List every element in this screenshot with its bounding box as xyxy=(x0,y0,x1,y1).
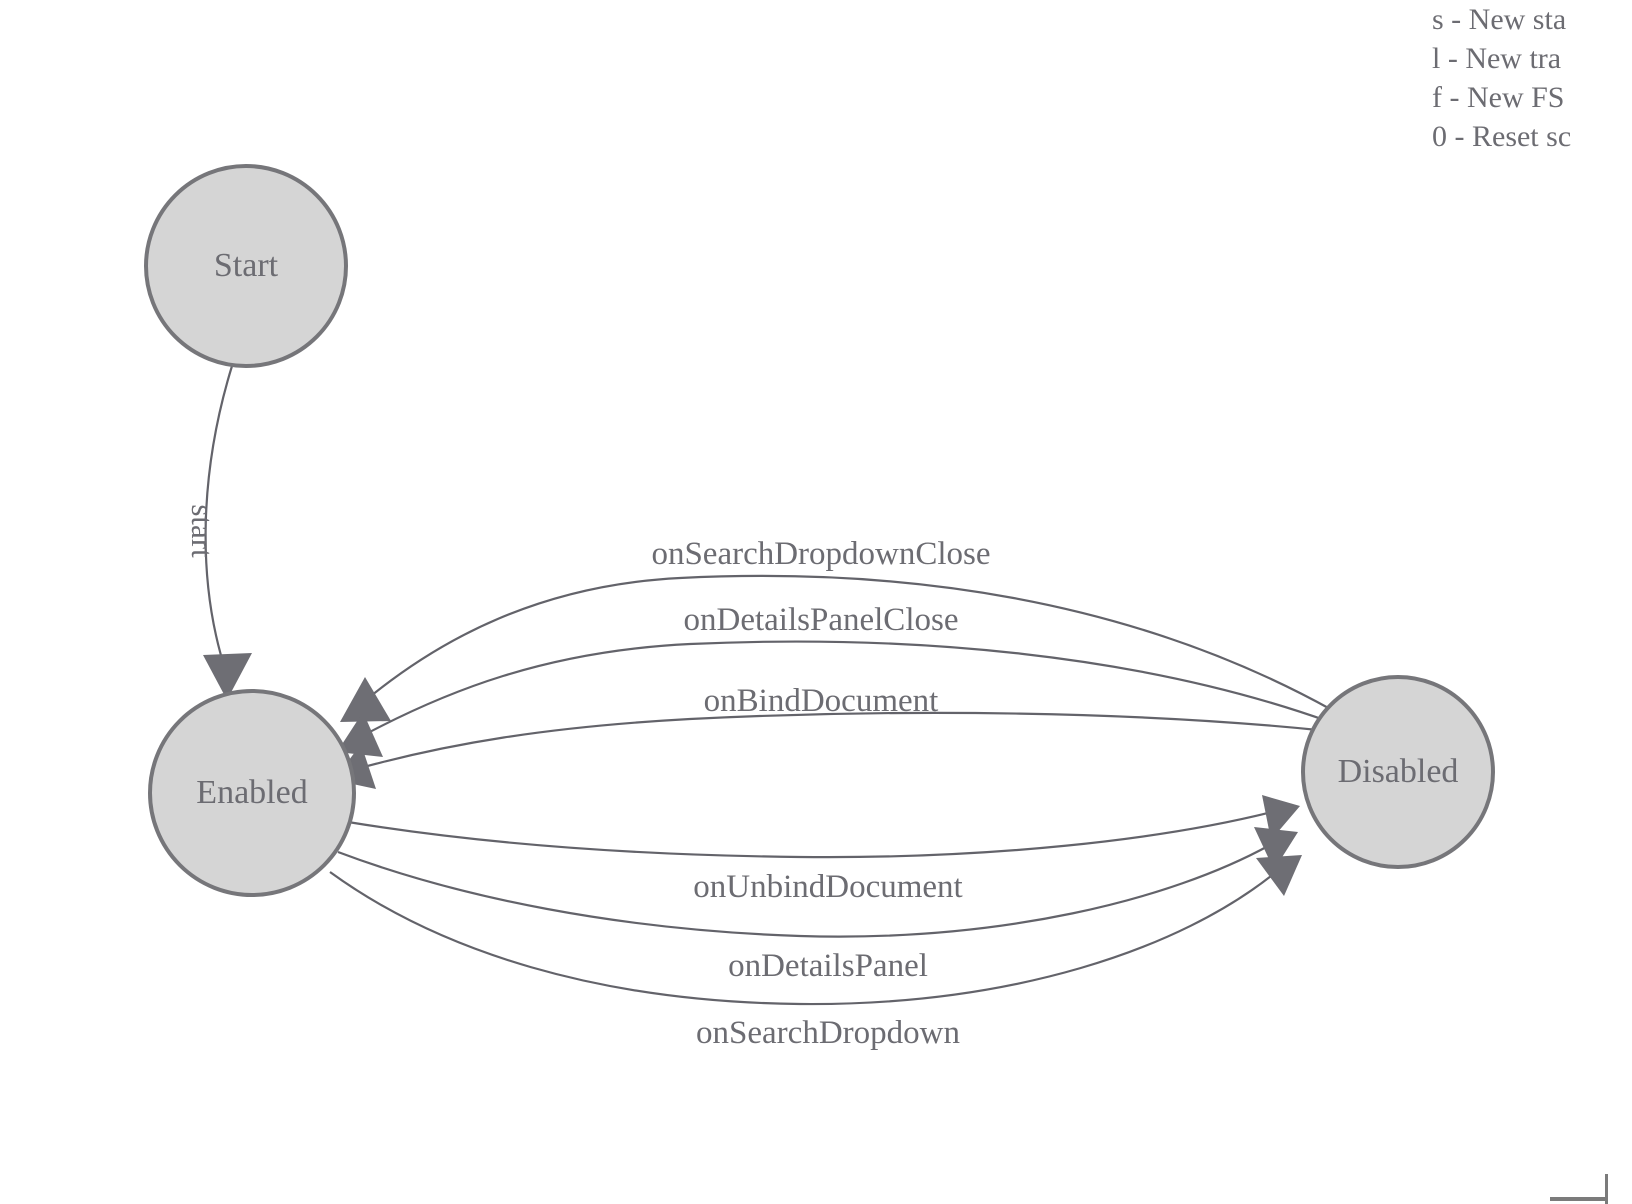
edge-onunbinddocument-arrowhead xyxy=(1262,795,1300,840)
edge-ondetailspanelclose-label: onDetailsPanelClose xyxy=(684,602,959,638)
edge-ondetailspanelclose-arrowhead xyxy=(337,712,383,757)
help-line-new-fsm: f - New FS xyxy=(1432,81,1565,114)
edge-onbinddocument[interactable]: onBindDocument xyxy=(334,683,1319,789)
edge-onsearchdropdownclose-arrowhead xyxy=(340,677,391,722)
edge-ondetailspanel-arrowhead xyxy=(1254,827,1298,870)
keyboard-shortcuts-help: s - New sta l - New tra f - New FS 0 - R… xyxy=(1432,0,1632,156)
node-start[interactable]: Start xyxy=(144,164,348,368)
help-line-reset: 0 - Reset sc xyxy=(1432,120,1572,153)
node-enabled-circle[interactable] xyxy=(148,689,356,897)
edge-onsearchdropdownclose-path xyxy=(365,574,1333,711)
vertical-scrollbar-edge[interactable] xyxy=(1605,1174,1608,1204)
edge-start-label: start xyxy=(185,504,220,558)
edge-onsearchdropdown[interactable]: onSearchDropdown xyxy=(329,855,1302,1051)
edge-onsearchdropdownclose[interactable]: onSearchDropdownClose xyxy=(340,536,1333,722)
edge-onbinddocument-label: onBindDocument xyxy=(704,683,939,719)
node-start-label: Start xyxy=(214,247,279,284)
edge-start-path xyxy=(204,365,234,673)
help-line-new-transition: l - New tra xyxy=(1432,42,1562,75)
node-disabled-circle[interactable] xyxy=(1301,675,1495,869)
horizontal-scrollbar-edge[interactable] xyxy=(1550,1197,1608,1201)
node-enabled-label: Enabled xyxy=(196,774,307,811)
node-disabled[interactable]: Disabled xyxy=(1301,675,1495,869)
edge-onunbinddocument-label: onUnbindDocument xyxy=(693,869,962,905)
edge-ondetailspanel[interactable]: onDetailsPanel xyxy=(337,827,1298,984)
edge-onsearchdropdown-arrowhead xyxy=(1256,855,1302,896)
edge-ondetailspanelclose[interactable]: onDetailsPanelClose xyxy=(337,602,1331,757)
edge-onbinddocument-path xyxy=(359,711,1319,770)
edge-ondetailspanelclose-path xyxy=(363,640,1331,736)
edge-ondetailspanel-path xyxy=(337,844,1271,938)
node-disabled-label: Disabled xyxy=(1338,753,1459,790)
edge-onsearchdropdown-path xyxy=(329,871,1277,1006)
node-enabled[interactable]: Enabled xyxy=(148,689,356,897)
edge-onunbinddocument[interactable]: onUnbindDocument xyxy=(347,795,1300,905)
edge-onsearchdropdownclose-label: onSearchDropdownClose xyxy=(651,536,990,572)
edge-start[interactable]: start xyxy=(185,365,252,700)
edge-start-arrowhead xyxy=(203,653,252,700)
edge-onsearchdropdown-label: onSearchDropdown xyxy=(696,1015,960,1051)
edge-onunbinddocument-path xyxy=(347,810,1273,859)
edge-ondetailspanel-label: onDetailsPanel xyxy=(728,948,928,984)
help-line-new-state: s - New sta xyxy=(1432,3,1567,36)
node-start-circle[interactable] xyxy=(144,164,348,368)
